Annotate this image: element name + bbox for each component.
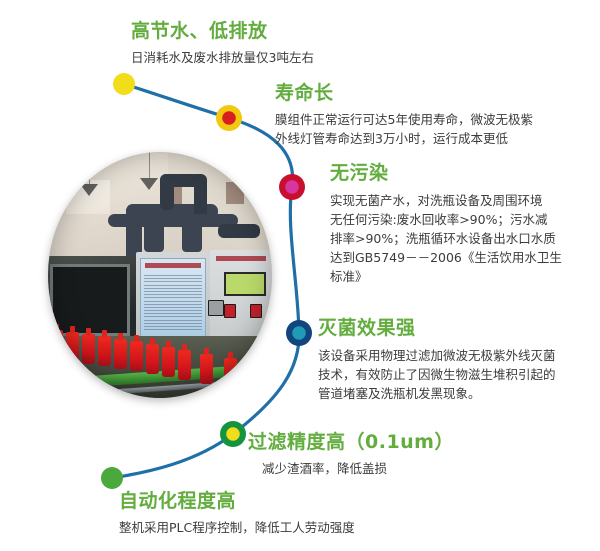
feature-line: 膜组件正常运行可达5年使用寿命，微波无极紫 (275, 112, 533, 127)
feature-block-filter-precision: 过滤精度高（0.1um） 减少渣酒率，降低盖损 (248, 427, 454, 478)
bottle (98, 330, 111, 366)
feature-heading: 自动化程度高 (119, 490, 237, 512)
lamp-cord-1 (89, 156, 90, 184)
feature-line: 该设备采用物理过滤加微波无极紫外线灭菌 (318, 348, 556, 363)
feature-line: 整机采用PLC程序控制，降低工人劳动强度 (119, 520, 355, 535)
feature-line: 外线灯管寿命达到3万小时，运行成本更低 (275, 131, 508, 146)
marker-dot-strong-sterilization (286, 320, 312, 346)
feature-body: 日消耗水及废水排放量仅3吨左右 (131, 48, 314, 67)
feature-line: 管道堵塞及洗瓶机发黑现象。 (318, 386, 481, 401)
marker-dot-core-long-life (222, 111, 236, 125)
marker-dot-core-strong-sterilization (292, 326, 306, 340)
marker-dot-core-no-pollution (285, 180, 299, 194)
marker-dot-water-saving (113, 73, 135, 95)
feature-block-automation: 自动化程度高 整机采用PLC程序控制，降低工人劳动强度 (119, 486, 355, 537)
photo-content (48, 152, 272, 398)
marker-dot-filter-precision (220, 421, 246, 447)
feature-line: 技术，有效防止了因微生物滋生堆积引起的 (318, 367, 556, 382)
feature-heading: 高节水、低排放 (131, 20, 268, 42)
ceiling-lamp-1 (80, 184, 98, 196)
bottle (82, 328, 95, 364)
photo-vignette (48, 152, 272, 398)
feature-body: 整机采用PLC程序控制，降低工人劳动强度 (119, 518, 355, 537)
feature-heading: 灭菌效果强 (318, 317, 416, 339)
feature-block-strong-sterilization: 灭菌效果强 该设备采用物理过滤加微波无极紫外线灭菌 技术，有效防止了因微生物滋生… (318, 313, 556, 403)
feature-line: 达到GB5749－－2006《生活饮用水卫生 (330, 250, 562, 265)
feature-block-no-pollution: 无污染 实现无菌产水，对洗瓶设备及周围环境 无任何污染:废水回收率>90%；污水… (330, 158, 562, 286)
feature-line: 标准》 (330, 269, 368, 284)
feature-heading: 寿命长 (275, 82, 334, 104)
marker-dot-core-filter-precision (226, 427, 240, 441)
feature-line: 日消耗水及废水排放量仅3吨左右 (131, 50, 314, 65)
marker-dot-no-pollution (279, 174, 305, 200)
marker-dot-long-life (216, 105, 242, 131)
feature-line: 无任何污染:废水回收率>90%；污水减 (330, 212, 548, 227)
feature-body: 膜组件正常运行可达5年使用寿命，微波无极紫 外线灯管寿命达到3万小时，运行成本更… (275, 110, 533, 148)
feature-body: 该设备采用物理过滤加微波无极紫外线灭菌 技术，有效防止了因微生物滋生堆积引起的 … (318, 346, 556, 403)
feature-line: 排率>90%；洗瓶循环水设备出水口水质 (330, 231, 556, 246)
feature-block-water-saving: 高节水、低排放 日消耗水及废水排放量仅3吨左右 (131, 16, 314, 67)
feature-line: 减少渣酒率，降低盖损 (262, 461, 388, 476)
feature-heading: 过滤精度高（0.1um） (248, 431, 454, 453)
feature-line: 实现无菌产水，对洗瓶设备及周围环境 (330, 193, 543, 208)
bottle (50, 324, 63, 360)
feature-heading: 无污染 (330, 162, 389, 184)
bottle (66, 326, 79, 362)
feature-body: 实现无菌产水，对洗瓶设备及周围环境 无任何污染:废水回收率>90%；污水减 排率… (330, 191, 562, 286)
feature-block-long-life: 寿命长 膜组件正常运行可达5年使用寿命，微波无极紫 外线灯管寿命达到3万小时，运… (275, 78, 533, 148)
water-treatment-equipment-photo (48, 152, 272, 398)
feature-body: 减少渣酒率，降低盖损 (248, 459, 454, 478)
